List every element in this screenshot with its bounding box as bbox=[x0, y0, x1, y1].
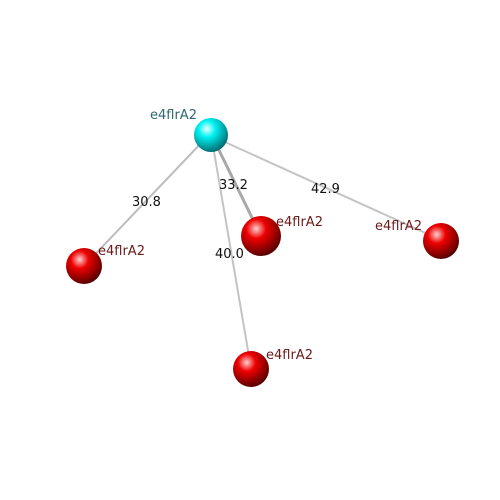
node-label-n4: e4flrA2 bbox=[375, 219, 422, 234]
edge-label-n1: 30.8 bbox=[132, 195, 161, 210]
node-labels-layer: e4flrA2 e4flrA2 e4flrA2 e4flrA2 e4flrA2 bbox=[98, 108, 422, 363]
node-label-center: e4flrA2 bbox=[150, 108, 197, 123]
node-center[interactable] bbox=[194, 118, 228, 152]
edge-center-n1 bbox=[83, 137, 207, 267]
node-label-n2: e4flrA2 bbox=[276, 215, 323, 230]
node-label-n3: e4flrA2 bbox=[266, 348, 313, 363]
node-label-n1: e4flrA2 bbox=[98, 244, 145, 259]
edge-label-n3: 40.0 bbox=[215, 247, 244, 262]
edge-center-n4 bbox=[215, 137, 442, 241]
node-n3[interactable] bbox=[233, 351, 269, 387]
edge-labels-layer: 30.8 33.2 40.0 42.9 bbox=[132, 178, 340, 262]
edge-center-n3 bbox=[211, 139, 252, 369]
nodes-layer bbox=[66, 118, 459, 387]
edge-label-n2: 33.2 bbox=[219, 178, 248, 193]
node-n1[interactable] bbox=[66, 248, 102, 284]
node-n4[interactable] bbox=[423, 223, 459, 259]
node-n2[interactable] bbox=[241, 216, 281, 256]
edge-label-n4: 42.9 bbox=[311, 182, 340, 197]
